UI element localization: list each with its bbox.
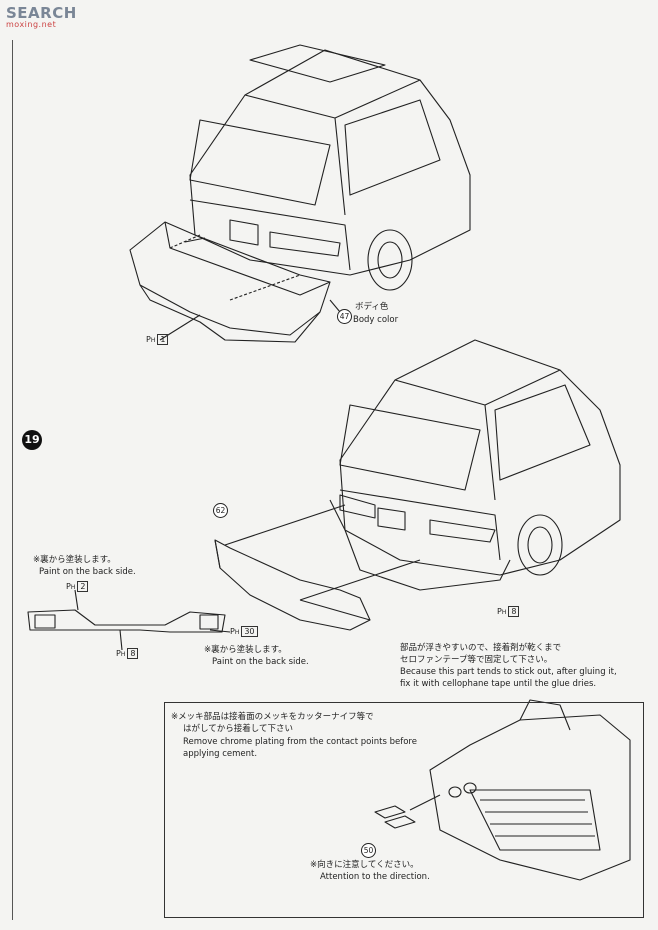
caution-jp-2: セロファンテープ等で固定して下さい。 xyxy=(400,655,553,665)
rear-bumper-top xyxy=(129,221,331,343)
body-color-label-en: Body color xyxy=(353,315,399,325)
watermark-sub: moxing.net xyxy=(6,20,57,29)
part-number-62: 62 xyxy=(213,503,228,518)
paint-ref-8b-num: 8 xyxy=(508,606,520,617)
chrome-note-en-1: Remove chrome plating from the contact p… xyxy=(183,737,417,747)
paint-back-note-1-jp: ※裏から塗装します。 xyxy=(33,555,116,565)
part-number-47: 47 xyxy=(337,309,352,324)
direction-note-jp: ※向きに注意してください。 xyxy=(310,860,419,870)
caution-en-1: Because this part tends to stick out, af… xyxy=(400,667,617,677)
step-number: 19 xyxy=(22,430,42,450)
direction-note-en: Attention to the direction. xyxy=(320,872,430,882)
chrome-note-jp-2: はがしてから接着して下さい xyxy=(183,724,293,734)
paint-back-note-1-en: Paint on the back side. xyxy=(39,567,136,577)
caution-jp-1: 部品が浮きやすいので、接着剤が乾くまで xyxy=(400,643,562,653)
paint-ref-1-num: 1 xyxy=(157,334,169,345)
caution-en-2: fix it with cellophane tape until the gl… xyxy=(400,679,597,689)
paint-ref-2-num: 2 xyxy=(77,581,89,592)
part-number-50: 50 xyxy=(361,843,376,858)
exhaust-inset-box: ※メッキ部品は接着面のメッキをカッターナイフ等で はがしてから接着して下さい R… xyxy=(164,702,644,918)
paint-back-note-2-jp: ※裏から塗装します。 xyxy=(204,645,287,655)
left-margin-line xyxy=(12,40,13,920)
chrome-note-en-2: applying cement. xyxy=(183,749,258,759)
chrome-note-jp-1: ※メッキ部品は接着面のメッキをカッターナイフ等で xyxy=(171,712,374,722)
paint-ref-30-num: 30 xyxy=(241,626,258,637)
van-illustration-bottom xyxy=(329,339,621,591)
watermark-title: SEARCH xyxy=(6,4,77,22)
van-illustration-top xyxy=(189,44,471,291)
taillight-part xyxy=(27,609,226,633)
watermark: SEARCH moxing.net xyxy=(6,4,77,29)
paint-back-note-2-en: Paint on the back side. xyxy=(212,657,309,667)
rear-spoiler xyxy=(214,539,371,631)
body-color-label-jp: ボディ色 xyxy=(355,302,389,312)
paint-ref-8a-num: 8 xyxy=(127,648,139,659)
